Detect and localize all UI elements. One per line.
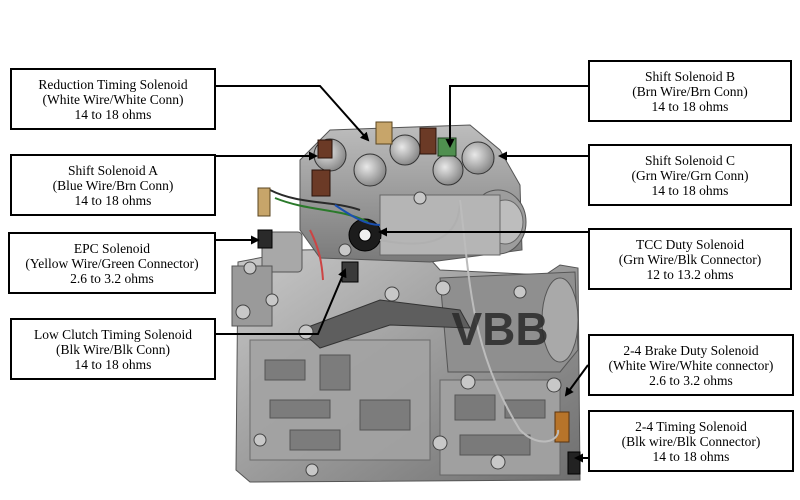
callout-name: Shift Solenoid A [67,162,158,178]
callout-ohms: 14 to 18 ohms [74,106,152,122]
callout-name: Reduction Timing Solenoid [38,76,188,92]
callout-name: 2-4 Brake Duty Solenoid [623,342,759,358]
leader-brake-duty-2-4 [564,364,589,397]
callout-2-4-timing-solenoid: 2-4 Timing Solenoid (Blk wire/Blk Connec… [588,410,794,472]
callout-ohms: 2.6 to 3.2 ohms [649,372,733,388]
callout-ohms: 14 to 18 ohms [651,98,729,114]
leader-lines [215,85,589,463]
valve-body-illustration [231,121,581,483]
callout-wire: (Grn Wire/Grn Conn) [631,167,749,183]
callout-epc-solenoid: EPC Solenoid (Yellow Wire/Green Connecto… [8,232,216,294]
callout-shift-solenoid-b: Shift Solenoid B (Brn Wire/Brn Conn) 14 … [588,60,792,122]
callout-wire: (Brn Wire/Brn Conn) [632,83,748,99]
callout-ohms: 2.6 to 3.2 ohms [70,270,154,286]
callout-reduction-timing-solenoid: Reduction Timing Solenoid (White Wire/Wh… [10,68,216,130]
leader-low-clutch-timing [215,268,347,335]
leader-shift-b [445,85,588,148]
callout-ohms: 14 to 18 ohms [651,182,729,198]
callout-ohms: 14 to 18 ohms [74,356,152,372]
callout-wire: (Blue Wire/Brn Conn) [52,177,174,193]
callout-shift-solenoid-a: Shift Solenoid A (Blue Wire/Brn Conn) 14… [10,154,216,216]
callout-wire: (Blk Wire/Blk Conn) [56,341,170,357]
callout-name: Shift Solenoid C [644,152,735,168]
callout-tcc-duty-solenoid: TCC Duty Solenoid (Grn Wire/Blk Connecto… [588,228,792,290]
callout-name: TCC Duty Solenoid [635,236,744,252]
callout-low-clutch-timing-solenoid: Low Clutch Timing Solenoid (Blk Wire/Blk… [10,318,216,380]
callout-name: EPC Solenoid [73,240,151,256]
callout-ohms: 12 to 13.2 ohms [646,266,734,282]
callout-2-4-brake-duty-solenoid: 2-4 Brake Duty Solenoid (White Wire/Whit… [588,334,794,396]
callout-shift-solenoid-c: Shift Solenoid C (Grn Wire/Grn Conn) 14 … [588,144,792,206]
callout-name: Low Clutch Timing Solenoid [34,326,192,342]
callout-wire: (Blk wire/Blk Connector) [621,433,761,449]
callout-wire: (Grn Wire/Blk Connector) [618,251,762,267]
callout-ohms: 14 to 18 ohms [652,448,730,464]
callout-wire: (Yellow Wire/Green Connector) [25,255,199,271]
callout-wire: (White Wire/White Conn) [42,91,184,107]
callout-ohms: 14 to 18 ohms [74,192,152,208]
leader-reduction-timing [215,85,370,142]
callout-name: Shift Solenoid B [644,68,735,84]
watermark-text: VBB [451,303,548,355]
callout-wire: (White Wire/White connector) [608,357,774,373]
callout-name: 2-4 Timing Solenoid [635,418,747,434]
